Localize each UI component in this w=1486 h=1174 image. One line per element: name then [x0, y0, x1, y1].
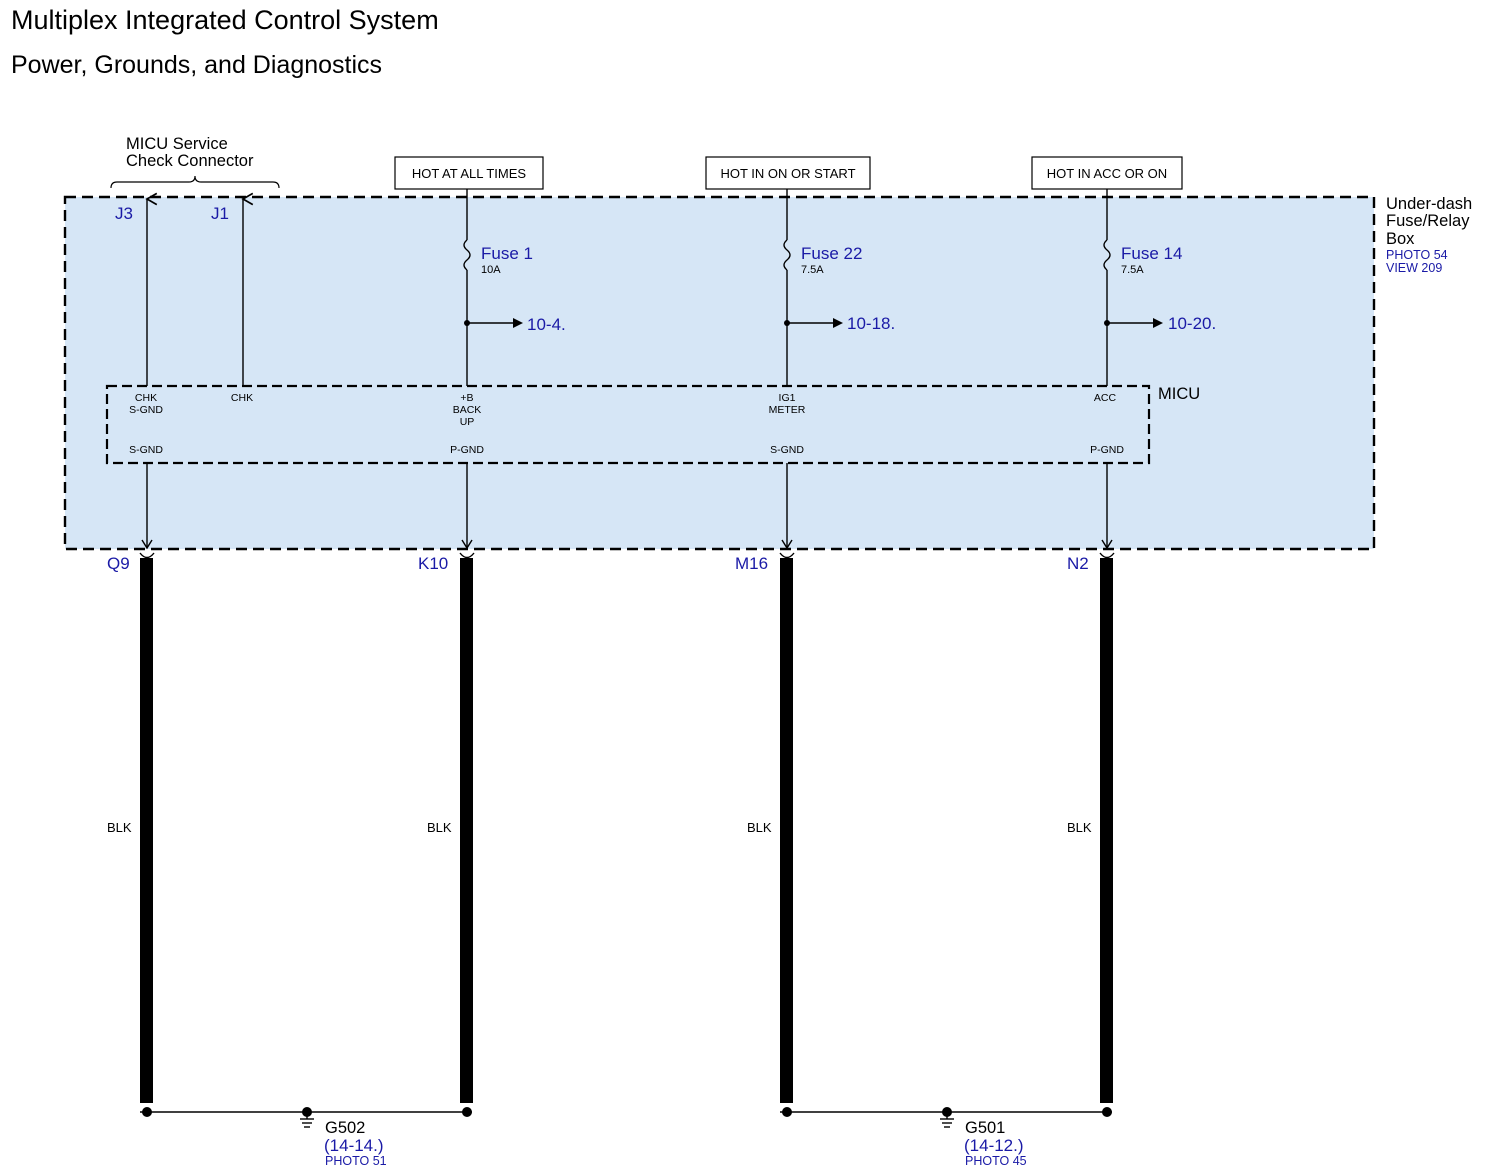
terminal-j3: J3 — [115, 204, 133, 223]
micu-pin-bottom-2: P-GND — [450, 444, 484, 456]
ground-bus-g502 — [140, 1107, 472, 1128]
service-connector-brace — [110, 175, 280, 189]
micu-box — [105, 384, 1151, 465]
relay-box-label-3: Box — [1386, 230, 1415, 248]
power-header-2: HOT IN ON OR START — [705, 156, 871, 190]
terminal-k10: K10 — [418, 554, 448, 573]
fuse-22-circuit — [783, 189, 843, 386]
wire-color-k10: BLK — [427, 820, 452, 835]
service-connector-label-1: MICU Service — [126, 135, 228, 153]
micu-pin-bottom-4: P-GND — [1090, 444, 1124, 456]
micu-pin-backup-1: +B — [460, 392, 473, 404]
fuse-22-ref-link[interactable]: 10-18. — [847, 314, 895, 333]
ground-g502-photo-link[interactable]: PHOTO 51 — [325, 1154, 387, 1168]
micu-pin-bottom-3: S-GND — [770, 444, 804, 456]
terminal-j1: J1 — [211, 204, 229, 223]
ground-g501-photo-link[interactable]: PHOTO 45 — [965, 1154, 1027, 1168]
micu-pin-backup-2: BACK — [453, 404, 482, 416]
fuse-22-symbol — [783, 239, 791, 271]
fuse-1-name: Fuse 1 — [481, 244, 533, 263]
fuse-14-rating: 7.5A — [1121, 264, 1144, 276]
fuse-1-ref-link[interactable]: 10-4. — [527, 315, 566, 334]
under-dash-fuse-relay-box — [63, 195, 1376, 551]
ground-g502-ref-link[interactable]: (14-14.) — [324, 1136, 384, 1155]
fuse-14-symbol — [1103, 239, 1111, 271]
relay-box-label-2: Fuse/Relay — [1386, 212, 1470, 230]
page-subtitle: Power, Grounds, and Diagnostics — [11, 51, 382, 79]
micu-pin-backup-3: UP — [460, 416, 475, 428]
micu-pin-bottom-1: S-GND — [129, 444, 163, 456]
fuse-22-ref-arrow — [833, 318, 843, 328]
ground-wire-n2 — [1100, 558, 1113, 1103]
power-header-3: HOT IN ACC OR ON — [1031, 156, 1183, 190]
micu-pin-chk-sgnd-1: CHK — [135, 392, 157, 404]
ground-wire-q9 — [140, 558, 153, 1103]
fuse-14-circuit — [1103, 189, 1163, 386]
page-title: Multiplex Integrated Control System — [11, 5, 439, 35]
micu-pin-chk: CHK — [231, 392, 253, 404]
fuse-1-ref-arrow — [513, 318, 523, 328]
fuse-14-ref-link[interactable]: 10-20. — [1168, 314, 1216, 333]
power-header-3-label: HOT IN ACC OR ON — [1047, 166, 1167, 181]
fuse-22-name: Fuse 22 — [801, 244, 862, 263]
relay-box-view-link[interactable]: VIEW 209 — [1386, 261, 1442, 275]
fuse-14-name: Fuse 14 — [1121, 244, 1182, 263]
fuse-1-symbol — [463, 239, 471, 271]
ground-wire-m16 — [780, 558, 793, 1103]
ground-g501-ref-link[interactable]: (14-12.) — [964, 1136, 1024, 1155]
ground-wire-k10 — [460, 558, 473, 1103]
micu-pin-ig1-2: METER — [769, 404, 806, 416]
ground-g502-name: G502 — [325, 1119, 365, 1137]
wire-color-q9: BLK — [107, 820, 132, 835]
micu-pin-chk-sgnd-2: S-GND — [129, 404, 163, 416]
ground-g501-name: G501 — [965, 1119, 1005, 1137]
micu-pin-acc: ACC — [1094, 392, 1117, 404]
terminal-n2: N2 — [1067, 554, 1089, 573]
power-header-1-label: HOT AT ALL TIMES — [412, 166, 526, 181]
terminal-q9: Q9 — [107, 554, 130, 573]
micu-pin-ig1-1: IG1 — [779, 392, 796, 404]
micu-label: MICU — [1158, 385, 1200, 403]
wire-color-m16: BLK — [747, 820, 772, 835]
wire-color-n2: BLK — [1067, 820, 1092, 835]
fuse-14-ref-arrow — [1153, 318, 1163, 328]
ground-bus-g501 — [780, 1107, 1112, 1128]
power-header-1: HOT AT ALL TIMES — [394, 156, 544, 190]
fuse-1-rating: 10A — [481, 264, 501, 276]
relay-box-photo-link[interactable]: PHOTO 54 — [1386, 248, 1448, 262]
power-header-2-label: HOT IN ON OR START — [720, 166, 855, 181]
fuse-22-rating: 7.5A — [801, 264, 824, 276]
relay-box-label-1: Under-dash — [1386, 195, 1472, 213]
fuse-1-circuit — [463, 189, 523, 386]
terminal-m16: M16 — [735, 554, 768, 573]
service-connector-label-2: Check Connector — [126, 152, 254, 170]
